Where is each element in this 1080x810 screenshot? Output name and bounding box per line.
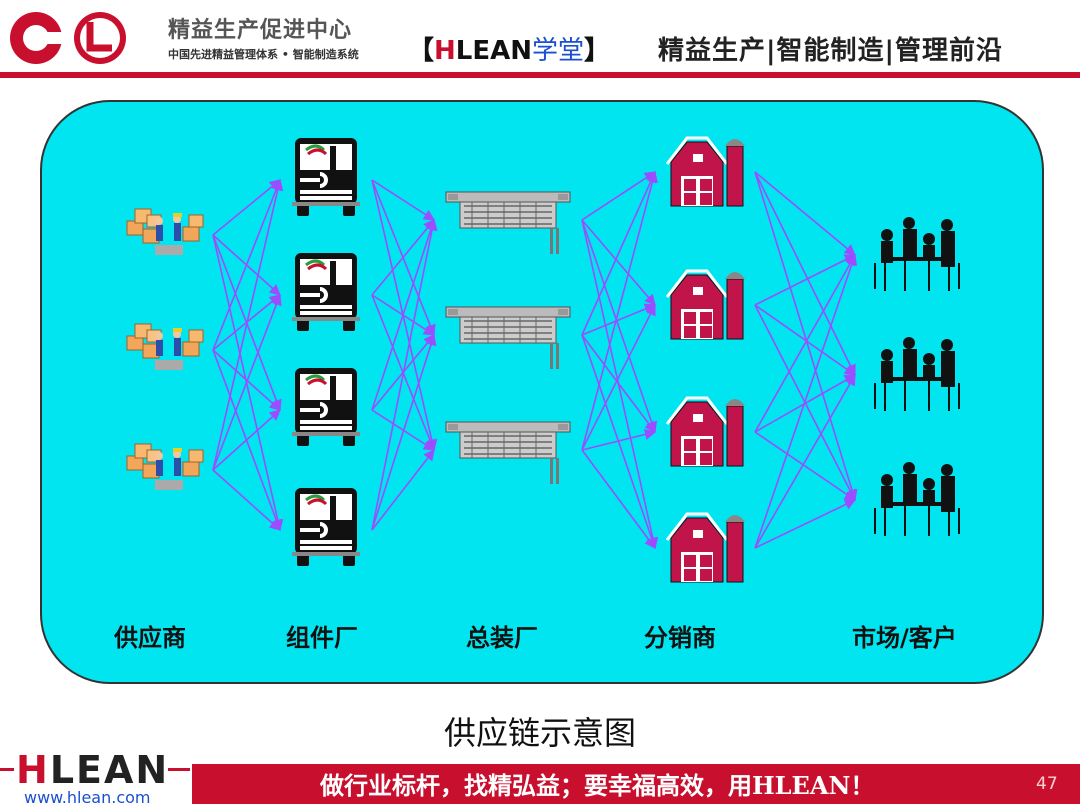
supplier-node-3 [126,443,204,491]
supplier-node-1 [126,208,204,256]
flow-arrow-3-3-3 [581,428,657,451]
flow-arrow-2-4-3 [371,449,435,531]
distributor-node-3 [665,396,747,468]
flow-arrow-4-4-3 [754,499,857,549]
footer-url-link[interactable]: www.hlean.com [24,788,151,807]
flow-arrow-2-1-1 [371,179,435,221]
flow-arrow-4-3-3 [754,431,856,501]
flow-arrow-3-2-1 [581,170,656,336]
distributor-node-4 [665,512,747,584]
assembly-plant-node-3 [445,421,571,485]
flow-arrow-2-3-1 [371,218,437,411]
header-slogan: 精益生产|智能制造|管理前沿 [658,36,1003,66]
component-plant-node-2 [290,251,362,333]
flow-arrow-4-2-1 [754,254,857,306]
hlean-school-tag: 【HLEAN学堂】 [408,36,611,66]
flow-arrow-4-3-1 [754,254,856,433]
flow-arrow-1-3-2 [212,293,282,471]
flow-arrow-3-3-2 [581,303,656,451]
distributor-node-2 [665,269,747,341]
supplier-node-2 [126,323,204,371]
flow-arrow-3-2-2 [581,303,657,336]
flow-arrow-4-2-2 [754,304,856,376]
customer-node-2 [874,336,960,412]
flow-arrow-1-1-1 [212,179,281,236]
flow-arrows [212,170,858,550]
header: 精益生产促进中心 中国先进精益管理体系 • 智能制造系统 【HLEAN学堂】 精… [0,0,1080,82]
brand-name: 精益生产促进中心 [168,17,353,43]
flow-arrow-3-1-1 [581,171,656,221]
footer-bar [192,764,1080,804]
flow-arrow-1-3-1 [212,178,284,471]
footer-slogan: 做行业标杆，找精弘益；要幸福高效，用HLEAN！ [320,771,875,800]
component-plant-node-1 [290,136,362,218]
flow-arrow-1-3-4 [212,469,281,531]
footer-dash-right [168,768,190,771]
assembly-plant-node-1 [445,191,571,255]
flow-arrow-2-4-1 [371,218,438,531]
flow-arrow-4-4-1 [754,253,858,549]
stage-label-customer: 市场/客户 [852,624,957,652]
stage-label-distributor: 分销商 [644,624,716,652]
brand-subtitle: 中国先进精益管理体系 • 智能制造系统 [168,48,359,61]
customer-node-1 [874,216,960,292]
flow-arrow-3-3-4 [581,449,656,549]
stage-label-assembly: 总装厂 [466,624,538,652]
diagram-caption: 供应链示意图 [443,714,636,752]
flow-arrow-1-2-1 [212,178,282,351]
stage-label-component: 组件厂 [286,624,358,652]
flow-arrow-4-1-3 [754,171,858,502]
flow-arrow-3-2-3 [581,334,656,433]
stage-label-supplier: 供应商 [114,624,186,652]
flow-arrow-4-1-1 [754,171,856,256]
component-plant-node-3 [290,366,362,448]
flow-arrow-3-1-3 [581,219,658,434]
flow-arrow-2-4-2 [371,333,437,531]
flow-arrow-4-4-2 [754,374,856,549]
header-divider [0,72,1080,78]
flow-arrow-1-2-3 [212,349,281,411]
flow-arrow-2-2-1 [371,219,435,296]
customer-node-3 [874,461,960,537]
flow-arrow-3-1-2 [581,219,656,306]
footer-logo: HLEAN [16,748,170,792]
flow-arrow-1-3-3 [212,409,281,471]
company-logo-icon [10,12,126,64]
component-plant-node-4 [290,486,362,568]
flow-arrow-3-3-1 [581,170,658,451]
flow-arrow-4-1-2 [754,171,856,377]
assembly-plant-node-2 [445,306,571,370]
distributor-node-1 [665,136,747,208]
footer-dash-left [0,768,14,771]
page-number: 47 [1036,774,1058,794]
